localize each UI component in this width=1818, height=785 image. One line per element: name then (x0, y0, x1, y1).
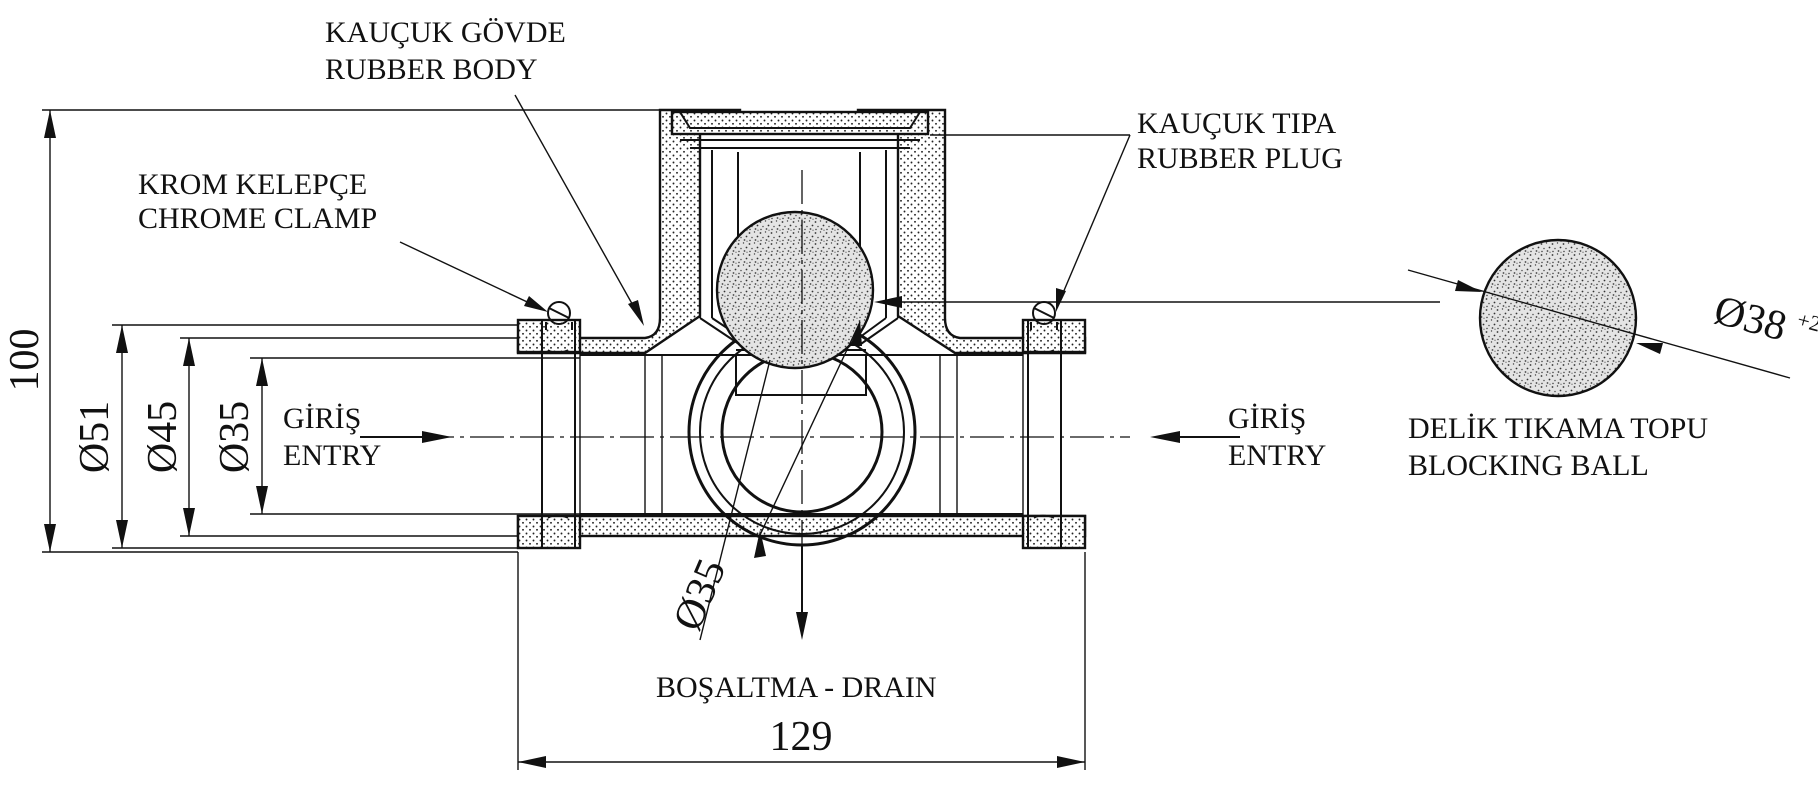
leader-drain-diameter (699, 320, 862, 641)
leader-rubber-body (514, 94, 644, 326)
leader-rubber-plug (930, 134, 1131, 312)
label-rubber-plug-tr: KAUÇUK TIPA (1137, 107, 1337, 140)
label-rubber-body-en: RUBBER BODY (325, 53, 538, 86)
dim-ball-diameter-value: Ø38 (1709, 287, 1791, 350)
label-rubber-plug-en: RUBBER PLUG (1137, 142, 1343, 175)
dim-diameter-51-value: Ø51 (72, 401, 118, 473)
label-entry-right-en: ENTRY (1228, 439, 1326, 472)
dim-ball-tolerance: +2 (1795, 307, 1818, 337)
dim-drain-diameter-value: Ø35 (665, 553, 736, 638)
dim-diameter-45-value: Ø45 (140, 401, 186, 473)
drain-arrow (796, 545, 808, 640)
label-entry-right-tr: GİRİŞ (1228, 402, 1306, 435)
dim-length-129 (517, 552, 1086, 770)
label-entry-left-en: ENTRY (283, 439, 381, 472)
label-entry-left-tr: GİRİŞ (283, 402, 361, 435)
entry-arrow-left (360, 431, 452, 443)
dim-diameter-45 (180, 337, 518, 537)
label-blocking-ball-en: BLOCKING BALL (1408, 449, 1649, 482)
label-chrome-clamp-en: CHROME CLAMP (138, 202, 377, 235)
dim-height-value: 100 (2, 329, 48, 392)
dim-height-100 (42, 109, 665, 553)
rubber-body (516, 108, 1087, 550)
label-chrome-clamp-tr: KROM KELEPÇE (138, 168, 367, 201)
ball-diameter-leader (1407, 269, 1791, 379)
chrome-clamp-left (545, 301, 573, 330)
dim-ball-diameter: Ø38 +2 (1709, 287, 1818, 350)
pipe-interior (541, 320, 1062, 548)
label-rubber-body-tr: KAUÇUK GÖVDE (325, 16, 566, 49)
dim-length-value: 129 (770, 714, 833, 760)
leader-blocking-ball (874, 296, 1440, 308)
dim-diameter-35 (250, 357, 580, 515)
label-blocking-ball-tr: DELİK TIKAMA TOPU (1408, 412, 1708, 445)
blocking-ball-in-body (715, 210, 875, 370)
dim-diameter-51 (112, 324, 518, 549)
blocking-ball-detail (1478, 238, 1638, 398)
center-lines (420, 170, 1130, 575)
leader-chrome-clamp (399, 241, 548, 312)
label-drain: BOŞALTMA - DRAIN (656, 671, 937, 704)
dim-diameter-35-value: Ø35 (212, 401, 258, 473)
rubber-plug (670, 110, 930, 149)
entry-arrow-right (1150, 431, 1240, 443)
